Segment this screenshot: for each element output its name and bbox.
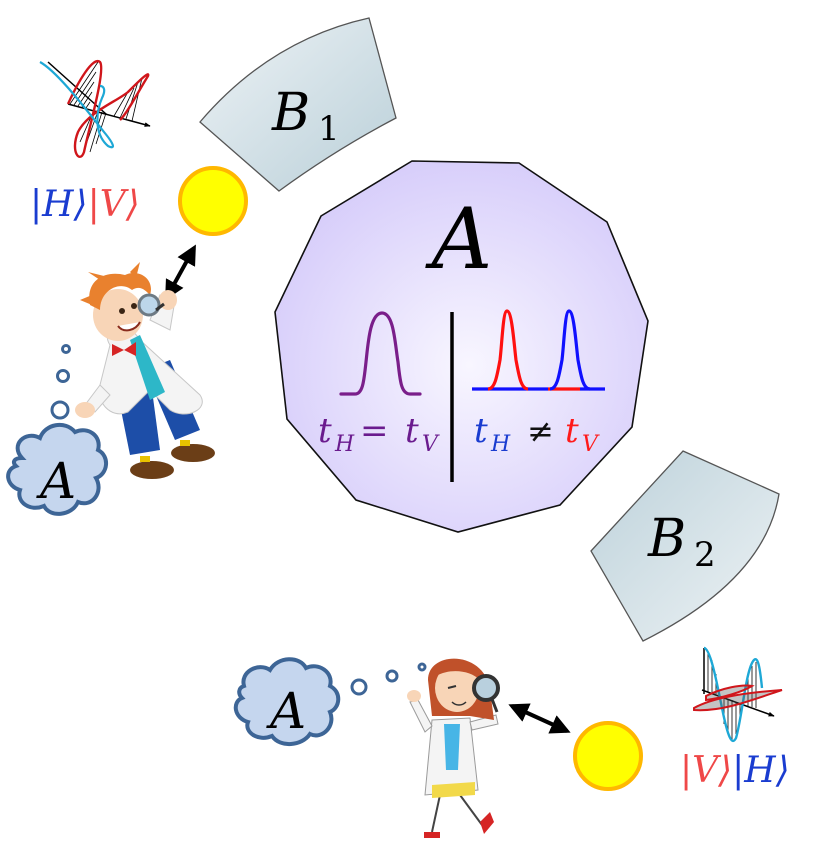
polarized-wave-icon xyxy=(693,646,783,743)
state-1-first: |H⟩ xyxy=(30,184,88,225)
eq-left-sub-h: H xyxy=(334,432,355,457)
equation-unequal-times: t H ≠ t V xyxy=(474,411,600,457)
detector-b1-shape xyxy=(199,17,397,192)
polarized-wave-icon xyxy=(39,59,151,158)
observer-1-group: |H⟩|V⟩ xyxy=(6,59,248,516)
photon-state-1: |H⟩|V⟩ xyxy=(30,184,140,225)
eq-left-sub-v: V xyxy=(422,432,440,457)
girl-scientist-figure xyxy=(407,658,500,838)
pulse-overlap-purple xyxy=(339,311,422,396)
detector-b1-subscript: 1 xyxy=(318,109,340,149)
eq-right-t: t xyxy=(474,411,488,451)
boy-scientist-figure xyxy=(75,262,215,479)
eq-right-sub-h: H xyxy=(490,432,511,457)
thought-dot-small xyxy=(61,344,71,354)
thought-cloud-1-label: A xyxy=(36,452,76,510)
thought-cloud-2-label: A xyxy=(266,682,306,740)
measurement-arrow-2 xyxy=(508,703,571,734)
central-node-label: A xyxy=(425,190,493,288)
eq-left-t: t xyxy=(318,411,332,451)
measurement-arrow-1 xyxy=(165,244,196,301)
photon-1 xyxy=(178,166,248,236)
thought-dot-small xyxy=(417,662,427,672)
thought-dot-medium xyxy=(385,669,399,683)
detector-b1: B 1 xyxy=(199,17,397,192)
state-2-first: |V⟩ xyxy=(680,750,732,791)
thought-dot-medium xyxy=(56,369,70,383)
eq-right-operator: ≠ xyxy=(527,412,554,450)
detector-b2-shape xyxy=(590,450,780,642)
pulse-h-blue xyxy=(549,309,591,391)
thought-dot-large xyxy=(350,678,368,696)
detector-b2-label: B xyxy=(647,509,686,569)
detector-b2: B 2 xyxy=(590,450,780,642)
detector-b1-label: B xyxy=(271,83,310,143)
state-1-second: |V⟩ xyxy=(88,184,140,225)
photon-2 xyxy=(573,721,643,791)
thought-cloud-1: A xyxy=(6,422,108,516)
state-2-second: |H⟩ xyxy=(732,750,790,791)
equation-equal-times: t H = t V xyxy=(318,411,440,457)
eq-left-t2: t xyxy=(405,411,419,451)
eq-right-t2: t xyxy=(565,411,579,451)
photon-state-2: |V⟩|H⟩ xyxy=(680,750,790,791)
eq-left-operator: = xyxy=(360,411,389,451)
detector-b2-subscript: 2 xyxy=(694,535,716,575)
thought-dot-large xyxy=(50,400,70,420)
hendecagon-shape xyxy=(274,160,649,533)
central-node-a: A t H = t V t H ≠ t V xyxy=(274,160,649,533)
pulse-v-red xyxy=(487,309,529,391)
thought-cloud-2: A xyxy=(233,657,341,746)
eq-right-sub-v: V xyxy=(582,432,600,457)
observer-2-group: |V⟩|H⟩ xyxy=(233,646,790,838)
